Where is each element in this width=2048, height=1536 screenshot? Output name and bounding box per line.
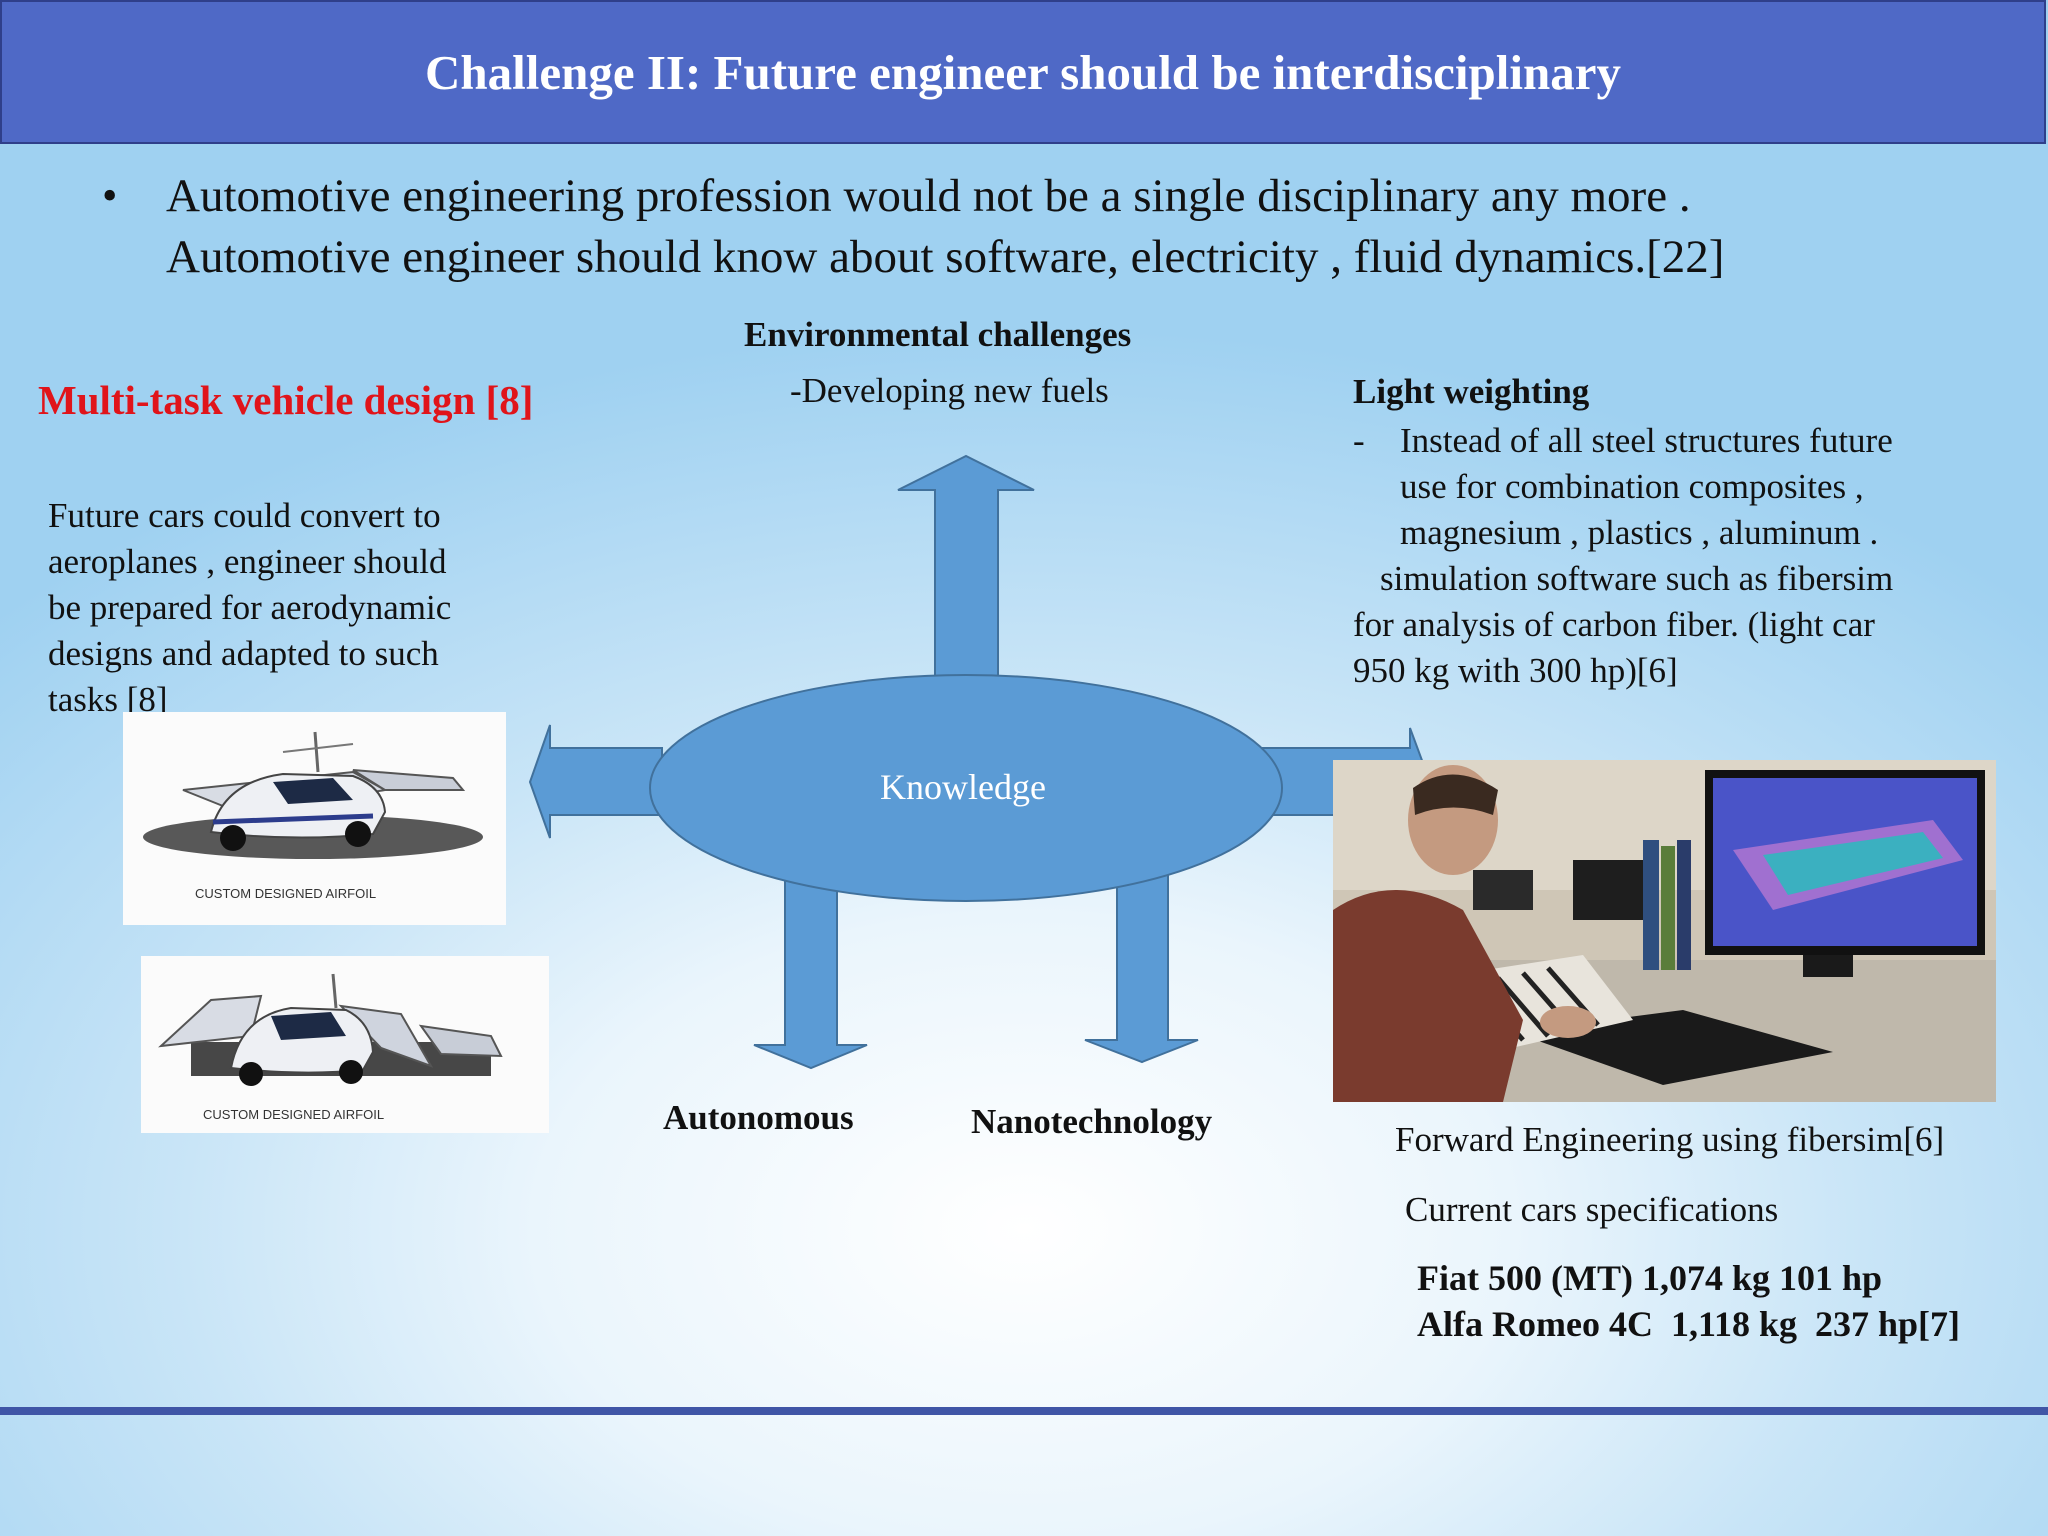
light-weighting-line: use for combination composites , [1400,467,1864,506]
bullet-marker: • [102,171,118,220]
flying-car-image-2: CUSTOM DESIGNED AIRFOIL [141,956,549,1133]
light-weighting-dash: - [1353,421,1365,460]
multi-task-heading: Multi-task vehicle design [8] [38,377,534,423]
bullet-paragraph: Automotive engineering profession would … [166,166,2026,288]
multi-task-paragraph: Future cars could convert to aeroplanes … [48,493,528,715]
flying-car-image-1: CUSTOM DESIGNED AIRFOIL [123,712,506,925]
flying-car-illustration-1: CUSTOM DESIGNED AIRFOIL [123,712,506,925]
light-weighting-line: Instead of all steel structures future [1400,421,1893,460]
flying-car-illustration-2: CUSTOM DESIGNED AIRFOIL [141,956,549,1133]
light-weighting-heading: Light weighting [1353,372,1590,411]
environmental-text: -Developing new fuels [790,371,1109,410]
bullet-line-1: Automotive engineering profession would … [166,170,1691,222]
knowledge-ellipse [649,674,1283,902]
environmental-heading: Environmental challenges [744,315,1132,354]
paragraph-line: be prepared for aerodynamic [48,588,452,627]
light-weighting-line: magnesium , plastics , aluminum . [1400,513,1879,552]
bullet-line-2: Automotive engineer should know about so… [166,231,1725,283]
airfoil-caption-1: CUSTOM DESIGNED AIRFOIL [195,886,376,901]
arrow-up [897,454,1035,689]
paragraph-line: tasks [8] [48,680,168,715]
paragraph-line: aeroplanes , engineer should [48,542,447,581]
arrow-down-right [1084,865,1199,1064]
light-weighting-line: for analysis of carbon fiber. (light car [1353,605,1875,644]
footer-separator [0,1407,2048,1415]
light-weighting-line: 950 kg with 300 hp)[6] [1353,651,1678,690]
paragraph-line: Future cars could convert to [48,496,441,535]
autonomous-label: Autonomous [663,1098,854,1137]
spec-fiat: Fiat 500 (MT) 1,074 kg 101 hp [1417,1258,1883,1298]
knowledge-label: Knowledge [880,767,1046,807]
arrow-left [528,724,663,839]
spec-alfa-romeo: Alfa Romeo 4C 1,118 kg 237 hp[7] [1417,1304,1961,1344]
engineer-at-workstation-illustration [1333,760,1996,1102]
arrow-down-left [753,871,868,1070]
fibersim-photo [1333,760,1996,1102]
paragraph-line: designs and adapted to such [48,634,439,673]
title-bar: Challenge II: Future engineer should be … [0,0,2046,144]
fibersim-caption: Forward Engineering using fibersim[6] [1395,1120,1945,1159]
specs-heading: Current cars specifications [1405,1190,1779,1229]
nanotechnology-label: Nanotechnology [971,1102,1213,1141]
slide-title: Challenge II: Future engineer should be … [424,44,1622,100]
light-weighting-line: simulation software such as fibersim [1380,559,1894,598]
airfoil-caption-2: CUSTOM DESIGNED AIRFOIL [203,1107,384,1122]
